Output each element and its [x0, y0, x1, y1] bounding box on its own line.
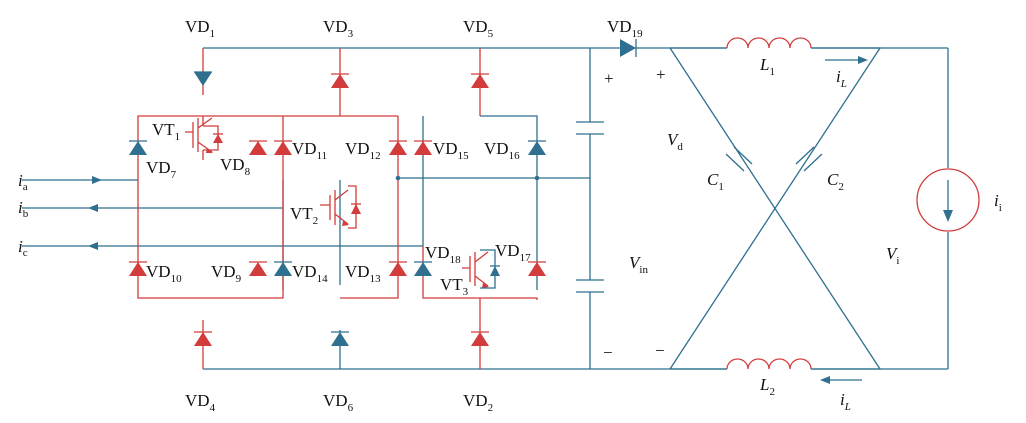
diode-vd1: [194, 71, 212, 86]
label-vt3: VT3: [440, 275, 469, 298]
capacitor-lower: [576, 279, 604, 293]
label-c2: C2: [827, 170, 844, 193]
label-vd10: VD10: [146, 262, 182, 285]
label-vd7: VD7: [146, 158, 177, 181]
label-ic: ic: [18, 237, 28, 259]
transistor-vt1: [185, 116, 223, 160]
diode-vd19: [620, 39, 637, 57]
polarity-minus-cap: −: [603, 343, 613, 362]
label-vin: Vin: [629, 253, 648, 276]
label-ib: ib: [18, 198, 29, 220]
label-vt2: VT2: [290, 204, 318, 227]
inductor-l1: [726, 36, 812, 50]
polarity-plus-vd: +: [656, 65, 666, 84]
diode-vd14: [274, 261, 292, 276]
diode-vd3: [331, 73, 349, 88]
current-source: [916, 168, 980, 232]
label-vd17: VD17: [495, 241, 531, 264]
label-c1: C1: [707, 170, 724, 193]
label-vd13: VD13: [345, 262, 381, 285]
diode-vd9: [249, 261, 267, 276]
diode-vd13: [389, 261, 407, 276]
polarity-plus-cap: +: [604, 69, 614, 88]
label-vd9: VD9: [211, 262, 242, 285]
label-ia: ia: [18, 171, 28, 193]
diode-vd4: [194, 331, 212, 346]
label-il-bottom: iL: [840, 390, 851, 413]
diode-vd15: [414, 140, 432, 155]
inductor-l2: [726, 357, 812, 371]
junction-dot: [534, 175, 540, 181]
label-vd12: VD12: [345, 139, 381, 162]
diode-vd18: [414, 261, 432, 276]
label-vd16: VD16: [484, 139, 520, 162]
label-vd11: VD11: [292, 139, 327, 162]
labels: VD1 VD3 VD5 VD19 VD4 VD6 VD2 VT1 VD7 VD8…: [18, 17, 1002, 414]
capacitor-c1: [725, 146, 753, 172]
capacitor-c2: [795, 146, 823, 172]
label-vd3: VD3: [323, 17, 354, 40]
label-vt1: VT1: [152, 120, 180, 143]
polarity-minus-vd: −: [655, 341, 665, 360]
label-vd1: VD1: [185, 17, 215, 40]
transistor-vt2: [320, 185, 361, 229]
current-arrows: [88, 56, 868, 384]
diode-vd16: [528, 140, 546, 155]
label-vd2: VD2: [463, 391, 493, 414]
junction-dot: [395, 175, 401, 181]
diode-vd6: [331, 331, 349, 346]
diode-vd8: [249, 140, 267, 155]
diode-vd17: [528, 261, 546, 276]
label-vd4: VD4: [185, 391, 216, 414]
diode-vd7: [129, 140, 147, 155]
label-vd8: VD8: [220, 155, 251, 178]
label-vd5: VD5: [463, 17, 494, 40]
label-ii: ii: [994, 191, 1002, 214]
label-vi: Vi: [886, 244, 899, 267]
label-vd14: VD14: [292, 262, 328, 285]
diode-vd12: [389, 140, 407, 155]
diode-vd2: [471, 331, 489, 346]
label-l1: L1: [759, 55, 775, 78]
label-il-top: iL: [836, 67, 847, 90]
label-vd15: VD15: [433, 139, 469, 162]
diode-vd5: [471, 73, 489, 88]
transistor-vt3: [462, 249, 500, 289]
diode-vd10: [129, 261, 147, 276]
label-vd: Vd: [667, 130, 683, 153]
label-vd18: VD18: [425, 243, 461, 266]
label-vd19: VD19: [607, 17, 643, 40]
capacitor-upper: [576, 121, 604, 135]
label-vd6: VD6: [323, 391, 354, 414]
label-l2: L2: [759, 375, 775, 398]
blue-wiring: [22, 47, 949, 370]
diode-vd11: [274, 140, 292, 155]
